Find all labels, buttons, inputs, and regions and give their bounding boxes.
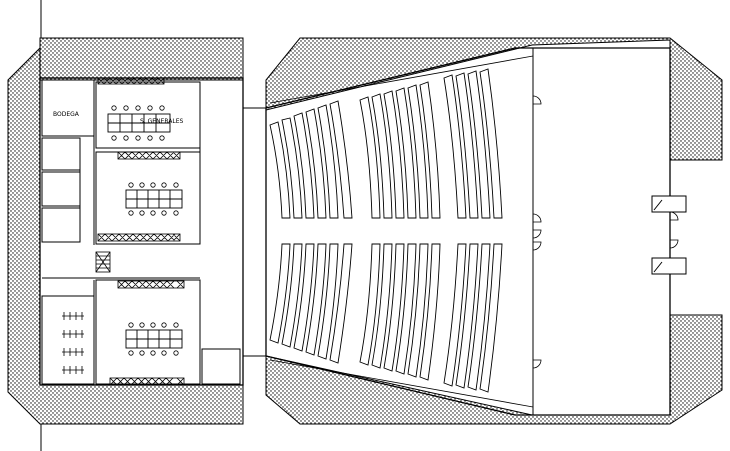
seat-block-upper-left [269,100,353,219]
storage-label: BODEGA [53,111,80,118]
conference-tables [107,113,183,349]
chairs [111,105,179,356]
auditorium-landscape-area [265,37,723,425]
seat-block-upper-middle [359,81,441,219]
left-landscape-area [7,37,244,425]
door-swings [532,95,679,369]
stage-side-rooms [651,195,687,275]
left-small-rooms [41,79,200,385]
left-building: BODEGA S. GENERALES [7,37,244,425]
counters [97,77,185,386]
stairs-symbol [95,251,111,273]
general-services-label: S. GENERALES [140,118,184,125]
seat-block-lower-left [269,243,353,364]
seat-block-lower-right [443,243,503,393]
sloped-inner-wall [269,55,534,104]
sloped-inner-wall-bottom [269,359,534,408]
connector-corridor [242,80,266,385]
restroom-fixtures [62,312,84,374]
seat-block-lower-middle [359,243,441,381]
auditorium-building [265,37,723,425]
seat-block-upper-right [443,68,503,219]
auditorium-hall-outline [265,47,671,416]
